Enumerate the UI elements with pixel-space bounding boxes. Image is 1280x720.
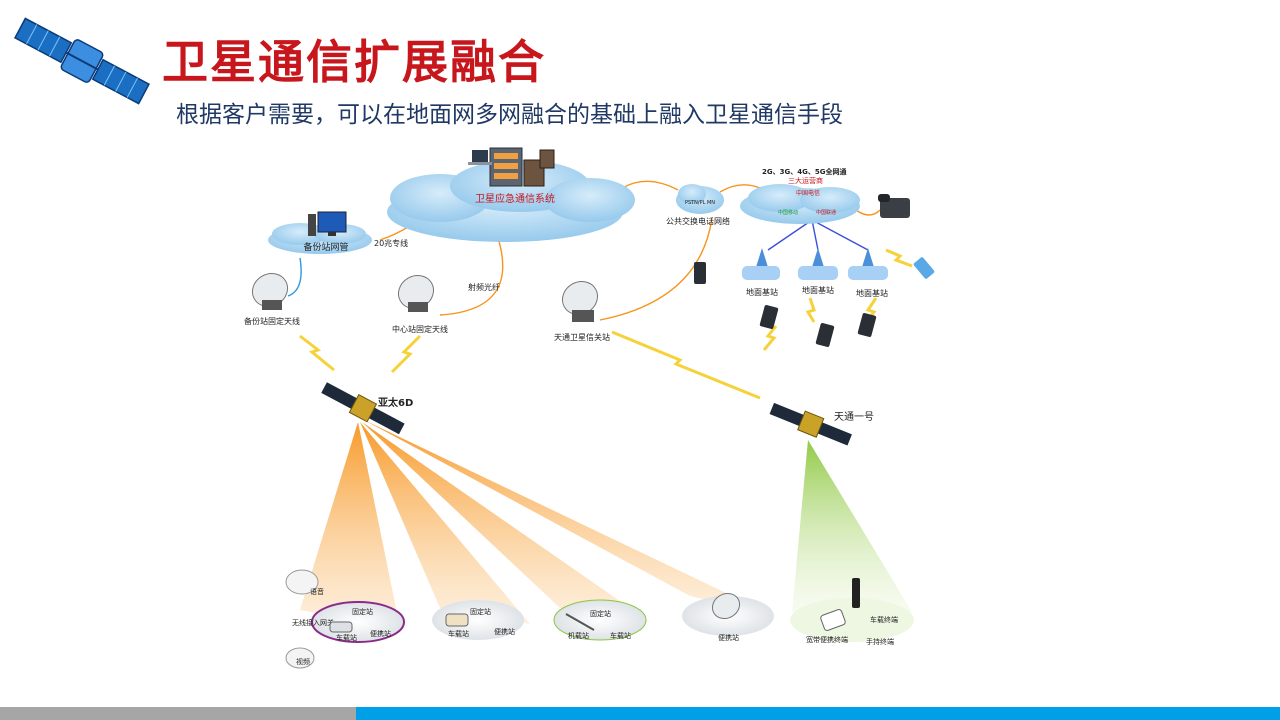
- svg-text:车载站: 车载站: [448, 629, 469, 638]
- svg-text:备份站网管: 备份站网管: [303, 241, 348, 253]
- vehicle-icon: [445, 613, 469, 627]
- page-title: 卫星通信扩展融合: [162, 35, 546, 89]
- svg-text:宽带便携终端: 宽带便携终端: [806, 635, 848, 644]
- svg-text:中心站固定天线: 中心站固定天线: [392, 324, 448, 334]
- terminal-group-2: 固定站 车载站 便携站: [432, 600, 524, 640]
- svg-text:地面基站: 地面基站: [746, 287, 778, 297]
- svg-text:视频: 视频: [296, 657, 310, 666]
- svg-text:无线接入网关: 无线接入网关: [292, 618, 334, 627]
- terminal-group-1: 语音 视频 无线接入网关 固定站 车载站 便携站: [285, 569, 405, 669]
- svg-text:固定站: 固定站: [590, 609, 611, 618]
- svg-text:中国移动: 中国移动: [778, 209, 798, 216]
- svg-text:便携站: 便携站: [494, 627, 515, 636]
- svg-text:天通卫星信关站: 天通卫星信关站: [554, 332, 610, 342]
- backup-netmgmt-cloud: 备份站网管: [268, 223, 372, 254]
- sat-tiantong-label: 天通一号: [834, 411, 874, 423]
- emergency-system-label: 卫星应急通信系统: [475, 192, 555, 205]
- computer-icon: [308, 211, 347, 236]
- svg-text:语音: 语音: [310, 587, 324, 596]
- svg-text:固定站: 固定站: [352, 607, 373, 616]
- svg-text:PSTN/PL MN: PSTN/PL MN: [685, 200, 715, 206]
- svg-text:手持终端: 手持终端: [866, 637, 894, 646]
- terminal-group-tiantong: 车载终端 宽带便携终端 手持终端: [790, 578, 914, 646]
- base-station-group: 地面基站 地面基站 地面基站: [742, 248, 888, 298]
- svg-text:2G、3G、4G、5G全网通: 2G、3G、4G、5G全网通: [762, 167, 847, 176]
- mobile-phone-icon: [694, 257, 935, 347]
- svg-text:中国电信: 中国电信: [796, 189, 820, 197]
- server-icon: [468, 147, 555, 187]
- svg-text:便携站: 便携站: [370, 629, 391, 638]
- footer-bar-blue: [356, 707, 1280, 720]
- link-20m-label: 20兆专线: [374, 238, 408, 248]
- base-tower-icon: 地面基站: [798, 248, 838, 295]
- svg-text:车载站: 车载站: [336, 633, 357, 642]
- svg-text:地面基站: 地面基站: [802, 285, 834, 295]
- svg-text:三大运营商: 三大运营商: [788, 176, 823, 185]
- vehicle-icon: [329, 621, 353, 633]
- logo-satellite-icon: [14, 17, 150, 105]
- tiantong-beam: [792, 440, 912, 612]
- dish-antenna-icon: 中心站固定天线: [392, 274, 448, 334]
- svg-text:车载站: 车载站: [610, 631, 631, 640]
- pstn-cloud: PSTN/PL MN 公共交换电话网络: [666, 184, 730, 226]
- pstn-label: 公共交换电话网络: [666, 216, 730, 226]
- wireless-links: [299, 248, 913, 400]
- svg-text:备份站固定天线: 备份站固定天线: [244, 316, 300, 326]
- satellite-icon: [321, 382, 405, 435]
- operators-cloud: 2G、3G、4G、5G全网通 三大运营商 中国电信 中国移动 中国联通: [740, 167, 860, 224]
- svg-text:中国联通: 中国联通: [816, 209, 836, 216]
- base-tower-icon: 地面基站: [742, 248, 780, 297]
- svg-text:便携站: 便携站: [718, 633, 739, 642]
- svg-text:固定站: 固定站: [470, 607, 491, 616]
- rf-fiber-label: 射频光纤: [468, 282, 500, 292]
- satellite-icon: [769, 402, 852, 446]
- sat-apstar-label: 亚太6D: [378, 396, 413, 409]
- svg-text:车载终端: 车载终端: [870, 615, 898, 624]
- svg-text:地面基站: 地面基站: [856, 288, 888, 298]
- terminal-group-4: 便携站: [682, 592, 774, 642]
- terminal-group-3: 固定站 机载站 车载站: [553, 599, 647, 641]
- emergency-system-cloud: 卫星应急通信系统: [387, 160, 635, 242]
- footer-bar-gray: [0, 707, 356, 720]
- phone-icon: [878, 194, 910, 218]
- dish-antenna-icon: 天通卫星信关站: [554, 280, 610, 342]
- base-tower-icon: 地面基站: [848, 248, 888, 298]
- svg-text:机载站: 机载站: [568, 631, 589, 640]
- dish-antenna-icon: 备份站固定天线: [244, 272, 300, 326]
- page-subtitle: 根据客户需要，可以在地面网多网融合的基础上融入卫星通信手段: [176, 102, 843, 128]
- apstar-beams: [300, 420, 770, 628]
